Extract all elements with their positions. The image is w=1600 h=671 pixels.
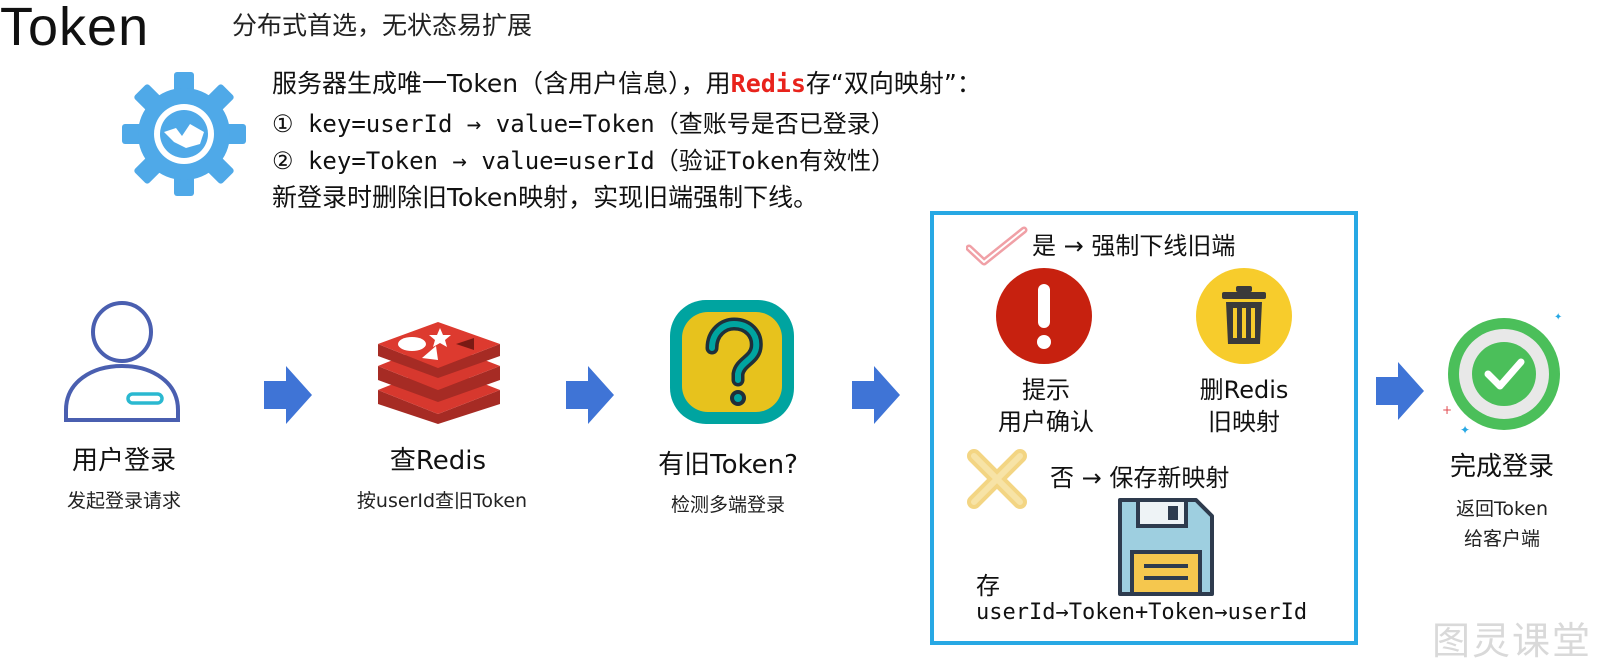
svg-text:+: +: [1442, 403, 1452, 417]
check-circle-icon: + ✦ ✦: [1442, 312, 1562, 434]
checkmark-icon: [966, 226, 1028, 266]
arrow-right-icon: [264, 366, 312, 424]
step-done-sub-1: 返回Token: [1455, 498, 1549, 520]
store-label-2: userId→Token+Token→userId: [976, 600, 1308, 625]
step-redis-label: 查Redis: [389, 446, 487, 476]
redis-icon: [378, 322, 500, 424]
svg-text:✦: ✦: [1554, 312, 1562, 323]
arrow-right-icon: [1376, 362, 1424, 420]
redis-highlight: Redis: [730, 69, 806, 98]
step-login-label: 用户登录: [71, 446, 177, 476]
description-line-3: ② key=Token → value=userId（验证Token有效性）: [272, 147, 895, 175]
gear-icon: [122, 72, 246, 196]
description-line-1-prefix: 服务器生成唯一Token（含用户信息），用: [272, 69, 731, 98]
page-subtitle: 分布式首选，无状态易扩展: [232, 11, 533, 40]
page-title: Token: [0, 0, 150, 57]
step-redis-sub: 按userId查旧Token: [356, 490, 528, 512]
arrow-right-icon: [852, 366, 900, 424]
step-done-label: 完成登录: [1449, 452, 1555, 482]
decision-panel: [930, 211, 1358, 645]
alert-icon: [996, 268, 1092, 364]
trash-icon: [1196, 268, 1292, 364]
delete-label-1: 删Redis: [1199, 376, 1289, 404]
cross-icon: [967, 449, 1027, 509]
step-check-sub: 检测多端登录: [670, 494, 786, 516]
user-icon: [64, 301, 180, 422]
save-floppy-icon: [1118, 498, 1214, 596]
step-login-sub: 发起登录请求: [66, 490, 182, 512]
no-branch-text: 否 → 保存新映射: [1050, 464, 1230, 492]
step-check-label: 有旧Token?: [658, 450, 798, 480]
delete-label-2: 旧映射: [1208, 408, 1280, 436]
arrow-right-icon: [566, 366, 614, 424]
step-done-sub-2: 给客户端: [1463, 528, 1541, 550]
description-line-2: ① key=userId → value=Token（查账号是否已登录）: [272, 110, 895, 138]
yes-branch-text: 是 → 强制下线旧端: [1032, 232, 1236, 260]
alert-label-2: 用户确认: [998, 408, 1094, 436]
question-icon: [670, 300, 794, 424]
description-line-1: 服务器生成唯一Token（含用户信息），用Redis存“双向映射”：: [272, 64, 982, 100]
description-line-1-suffix: 存“双向映射”：: [805, 69, 982, 98]
watermark: 图灵课堂: [1431, 619, 1592, 663]
alert-label-1: 提示: [1022, 376, 1070, 404]
svg-text:✦: ✦: [1460, 423, 1470, 434]
description-line-4: 新登录时删除旧Token映射，实现旧端强制下线。: [272, 183, 819, 212]
store-label-1: 存: [976, 572, 1000, 600]
